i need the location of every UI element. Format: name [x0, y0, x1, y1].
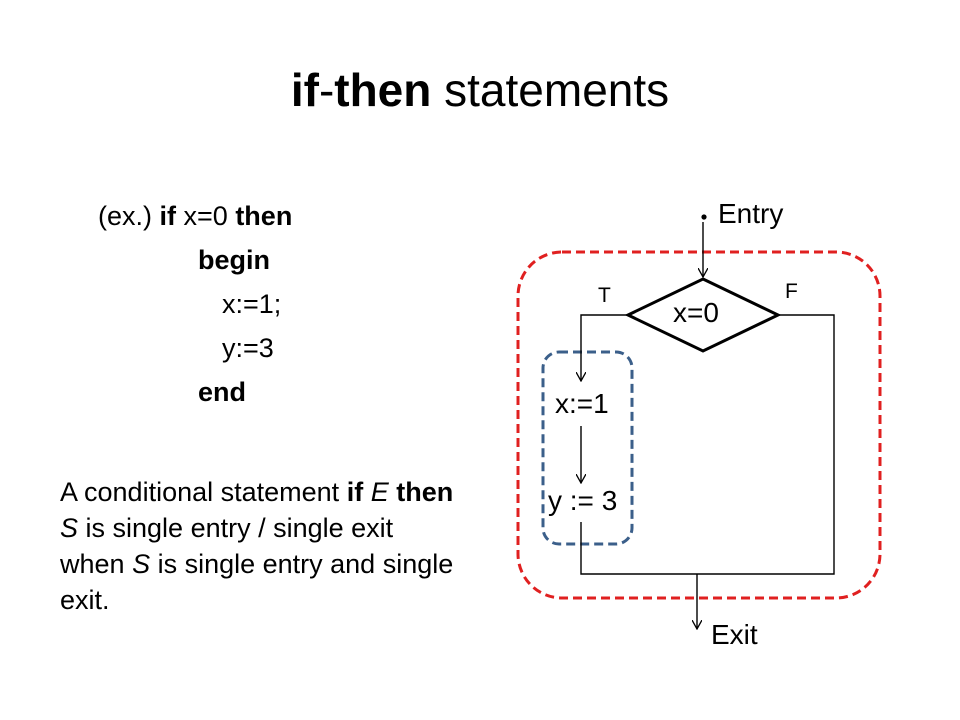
- code-keyword-if: if: [159, 201, 177, 231]
- code-ex-prefix: (ex.): [98, 201, 160, 231]
- para-keyword-if: if: [346, 477, 364, 507]
- para-text-5: is single entry / single exit when: [60, 513, 394, 579]
- decision-diamond: [624, 277, 782, 353]
- title-rest: statements: [431, 64, 670, 116]
- slide-title: if-then statements: [0, 62, 960, 118]
- stmt-x-label: x:=1: [555, 388, 609, 419]
- true-branch-arrow: [581, 314, 628, 381]
- para-var-s2: S: [132, 549, 151, 579]
- true-branch-label: T: [598, 284, 611, 307]
- para-text-1: A conditional statement: [60, 477, 347, 507]
- para-var-e: E: [370, 477, 389, 507]
- exit-label: Exit: [711, 619, 758, 650]
- stmt-y-label: y := 3: [548, 485, 618, 516]
- para-var-s: S: [60, 513, 79, 543]
- code-keyword-then: then: [235, 201, 293, 231]
- code-line-end: end: [198, 376, 246, 408]
- para-keyword-then: then: [396, 477, 454, 507]
- explanation-paragraph: A conditional statement if E then S is s…: [60, 474, 460, 618]
- outer-region-dashed-box: [516, 250, 882, 600]
- code-keyword-begin: begin: [198, 245, 270, 275]
- entry-dot: [701, 214, 707, 220]
- false-branch-line: [697, 314, 835, 575]
- title-hyphen: -: [318, 64, 335, 116]
- code-line-stmt2: y:=3: [222, 333, 274, 363]
- inner-region-dashed-box: [541, 350, 634, 546]
- para-text-6: is single entry and single exit.: [60, 549, 454, 615]
- entry-label: Entry: [718, 198, 784, 229]
- title-keyword-if: if: [290, 64, 319, 116]
- decision-label: x=0: [673, 297, 719, 328]
- true-branch-merge-line: [580, 522, 697, 575]
- code-line-stmt1: x:=1;: [222, 289, 282, 319]
- title-keyword-then: then: [334, 64, 432, 116]
- code-line-begin: begin: [198, 244, 270, 276]
- false-branch-label: F: [785, 280, 798, 303]
- code-line-1: (ex.) if x=0 then: [98, 200, 292, 232]
- code-condition: x=0: [176, 201, 236, 231]
- code-keyword-end: end: [198, 377, 247, 407]
